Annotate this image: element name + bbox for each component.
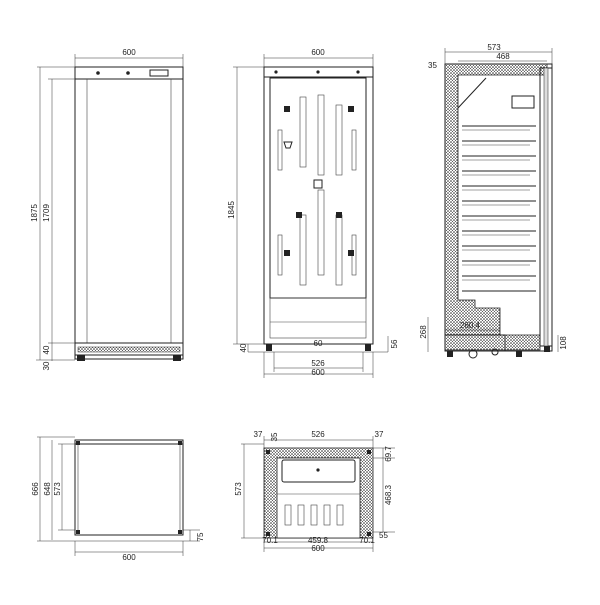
side-right-height-label: 108 — [559, 336, 568, 350]
top-foot-label: 75 — [196, 532, 205, 541]
side-shelves — [462, 125, 536, 292]
section-left-37-label: 37 — [254, 430, 263, 439]
top-height-573-label: 573 — [53, 482, 62, 496]
rear-inner-gap-label: 60 — [314, 339, 323, 348]
rear-width-top-label: 600 — [311, 48, 325, 57]
front-view: 600 1875 1709 40 30 — [30, 48, 184, 370]
rear-height-label: 1845 — [227, 201, 236, 219]
section-bottom-701a-label: 70.1 — [262, 536, 278, 545]
front-cabinet — [74, 66, 184, 360]
rear-width-bottom-label: 600 — [311, 368, 325, 377]
section-bottom-4598-label: 459.8 — [308, 536, 329, 545]
front-foot-label: 30 — [42, 361, 51, 370]
rear-right-gap-label: 56 — [390, 339, 399, 348]
section-bottom-701b-label: 70.1 — [359, 536, 375, 545]
section-width-526-label: 526 — [311, 430, 325, 439]
top-cabinet — [74, 439, 184, 536]
rear-view: 600 1845 40 — [227, 48, 399, 378]
front-top-panel — [74, 66, 184, 80]
section-right-697-label: 69.7 — [384, 446, 393, 462]
side-top-insulation-label: 35 — [428, 61, 437, 70]
top-height-666-label: 666 — [31, 482, 40, 496]
front-height-inner-label: 1709 — [42, 204, 51, 222]
top-height-648-label: 648 — [43, 482, 52, 496]
side-depth-label: 573 — [487, 43, 501, 52]
rear-cabinet — [263, 66, 374, 345]
top-width-label: 600 — [122, 553, 136, 562]
front-gap-label: 40 — [42, 345, 51, 354]
side-compartment-height-label: 268 — [419, 325, 428, 339]
section-right-4683-label: 468.3 — [384, 484, 393, 505]
side-compartment-depth-label: 260.4 — [460, 321, 481, 330]
rear-left-gap-label: 40 — [239, 343, 248, 352]
side-inner-depth-label: 468 — [496, 52, 510, 61]
horizontal-section: 37 35 526 37 573 69.7 468.3 55 — [234, 430, 395, 553]
front-width-label: 600 — [122, 48, 136, 57]
section-bottom-600-label: 600 — [311, 544, 325, 553]
section-right-37-label: 37 — [375, 430, 384, 439]
section-left-35-label: 35 — [270, 432, 279, 441]
rear-width-inner-label: 526 — [311, 359, 325, 368]
front-height-total-label: 1875 — [30, 204, 39, 222]
side-section: 573 468 35 — [419, 43, 568, 359]
section-height-573-label: 573 — [234, 482, 243, 496]
top-view: 666 648 573 75 600 — [31, 436, 205, 562]
section-right-55-label: 55 — [379, 531, 388, 540]
